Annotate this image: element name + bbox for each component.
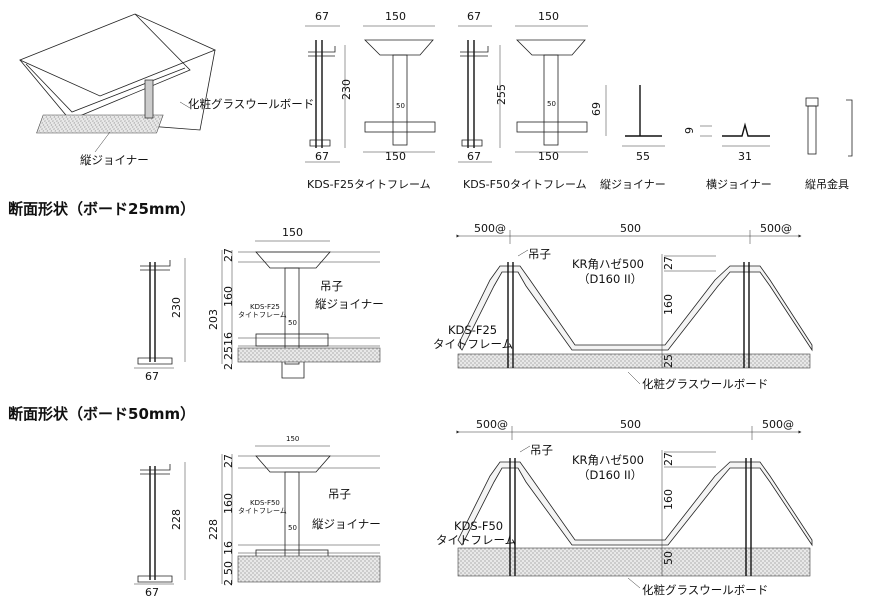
section1-detail-d16-text: 16 — [222, 332, 235, 346]
top-f50-mid-text: 50 — [547, 100, 556, 108]
section1-detail-mid-text: 50 — [288, 319, 297, 327]
s2-detail-view: 150 27 160 16 50 2 228 50 KDS-F50 タイトフレー… — [207, 435, 381, 586]
section1-roof-d160-text: 160 — [662, 294, 675, 315]
top-f25-w-top-text: 67 — [315, 10, 329, 23]
section1-detail-joiner-label-text: 縦ジョイナー — [315, 297, 384, 311]
section2-side-w-text: 67 — [145, 586, 159, 599]
section2-detail-w-text: 150 — [286, 435, 299, 443]
section2-detail-mid-text: 50 — [288, 524, 297, 532]
section1-detail-d25-text: 25 — [222, 346, 235, 360]
hanger-view: 縦吊金具 — [805, 97, 853, 191]
h-joiner-caption: 横ジョイナー — [706, 177, 772, 191]
section1-detail-hanger-label-text: 吊子 — [320, 279, 343, 293]
f50-face-view: 150 50 150 — [515, 10, 588, 163]
section2-detail-d16-text: 16 — [222, 541, 235, 555]
section2-detail-d2-text: 2 — [222, 579, 235, 586]
s2-detail-frame-label: タイトフレーム — [238, 506, 287, 515]
s1-detail-view: 150 27 160 16 25 2 203 50 KDS-F25 タイトフレー… — [207, 226, 384, 379]
section2-detail-d27-text: 27 — [222, 454, 235, 468]
svg-text:KDS-F50: KDS-F50 — [250, 499, 280, 507]
section1-roof-frame-label-1-text: KDS-F25 — [448, 323, 497, 337]
v-joiner-view: 69 55 縦ジョイナー — [590, 85, 666, 191]
section1-detail-total-text: 203 — [207, 309, 220, 330]
section1-roof-span-mid-text: 500 — [620, 222, 641, 235]
top-f25-face-w-bot-text: 150 — [385, 150, 406, 163]
section1-roof-frame-label-2-text: タイトフレーム — [433, 337, 513, 351]
section2-roof-span-right-text: 500@ — [762, 418, 794, 431]
section2-roof-d50-text: 50 — [662, 551, 675, 565]
section2-side-h-text: 228 — [170, 509, 183, 530]
section1-roof-kr-sub-text: （D160 II） — [578, 272, 642, 286]
section1-roof-span-right-text: 500@ — [760, 222, 792, 235]
section2-roof-board-label-text: 化粧グラスウールボード — [642, 583, 768, 597]
v-joiner-caption: 縦ジョイナー — [600, 178, 666, 191]
section1-side-w-text: 67 — [145, 370, 159, 383]
top-v-joiner-h-text: 69 — [590, 102, 603, 116]
hanger-caption: 縦吊金具 — [805, 177, 849, 191]
top-f25-h-text: 230 — [340, 79, 353, 100]
f25-face-view: 150 50 150 — [363, 10, 436, 163]
f25-side-view: 67 67 230 — [305, 10, 353, 163]
section1-detail-d27-text: 27 — [222, 248, 235, 262]
top-f50-face-w-bot-text: 150 — [538, 150, 559, 163]
section1-roof-d27-text: 27 — [662, 256, 675, 270]
s2-roof-section: 500@ 500 500@ 27 160 50 吊子 KR角ハゼ500 （D16… — [436, 418, 813, 597]
section2-roof-d160-text: 160 — [662, 489, 675, 510]
f25-caption: KDS-F25タイトフレーム — [307, 178, 431, 191]
top-f25-face-w-top-text: 150 — [385, 10, 406, 23]
f50-caption: KDS-F50タイトフレーム — [463, 178, 587, 191]
top-v-joiner-w-text: 55 — [636, 150, 650, 163]
top-f50-w-top-text: 67 — [467, 10, 481, 23]
top-h-joiner-w-text: 31 — [738, 150, 752, 163]
top-f50-w-bot-text: 67 — [467, 150, 481, 163]
section2-roof-d27-text: 27 — [662, 452, 675, 466]
section2-detail-d50-text: 50 — [222, 561, 235, 575]
f50-side-view: 67 67 255 — [458, 10, 508, 163]
svg-text:KDS-F25: KDS-F25 — [250, 303, 280, 311]
section2-roof-span-mid-text: 500 — [620, 418, 641, 431]
s1-side-view: 230 67 — [134, 258, 186, 383]
top-h-joiner-h-text: 9 — [683, 127, 696, 134]
section1-roof-kr-label-text: KR角ハゼ500 — [572, 257, 644, 271]
h-joiner-view: 9 31 横ジョイナー — [683, 122, 772, 191]
section1-detail-w-text: 150 — [282, 226, 303, 239]
top-f50-h-text: 255 — [495, 84, 508, 105]
isometric-view: 化粧グラスウールボード 縦ジョイナー — [18, 13, 314, 167]
section1-title: 断面形状（ボード25mm） — [8, 200, 195, 218]
section2-detail-joiner-label-text: 縦ジョイナー — [312, 517, 381, 531]
section2-roof-span-left-text: 500@ — [476, 418, 508, 431]
section1-detail-d160-text: 160 — [222, 286, 235, 307]
section2-detail-d160-text: 160 — [222, 493, 235, 514]
top-f25-mid-text: 50 — [396, 102, 405, 110]
s1-detail-frame-label: タイトフレーム — [238, 310, 287, 319]
section1-detail-d2-text: 2 — [222, 363, 235, 370]
top-f25-w-bot-text: 67 — [315, 150, 329, 163]
section1-side-h-text: 230 — [170, 297, 183, 318]
section1-roof-board-label-text: 化粧グラスウールボード — [642, 377, 768, 391]
section2-roof-hanger-label-text: 吊子 — [530, 443, 553, 457]
section2-detail-total-text: 228 — [207, 519, 220, 540]
section1-roof-hanger-label-text: 吊子 — [528, 247, 551, 261]
section2-roof-frame-label-2-text: タイトフレーム — [436, 533, 516, 547]
section2-roof-kr-label-text: KR角ハゼ500 — [572, 453, 644, 467]
s1-roof-section: 500@ 500 500@ 27 160 25 吊子 KR角ハゼ500 （D16… — [433, 222, 813, 391]
section1-roof-d25-text: 25 — [662, 354, 675, 368]
iso-joiner-label: 縦ジョイナー — [80, 153, 149, 167]
s2-side-view: 228 67 — [134, 462, 186, 599]
section1-roof-span-left-text: 500@ — [474, 222, 506, 235]
section2-roof-frame-label-1-text: KDS-F50 — [454, 519, 503, 533]
section2-roof-kr-sub-text: （D160 II） — [578, 468, 642, 482]
section2-title: 断面形状（ボード50mm） — [8, 405, 195, 423]
top-f50-face-w-top-text: 150 — [538, 10, 559, 23]
section2-detail-hanger-label-text: 吊子 — [328, 487, 351, 501]
iso-board-label: 化粧グラスウールボード — [188, 97, 314, 111]
